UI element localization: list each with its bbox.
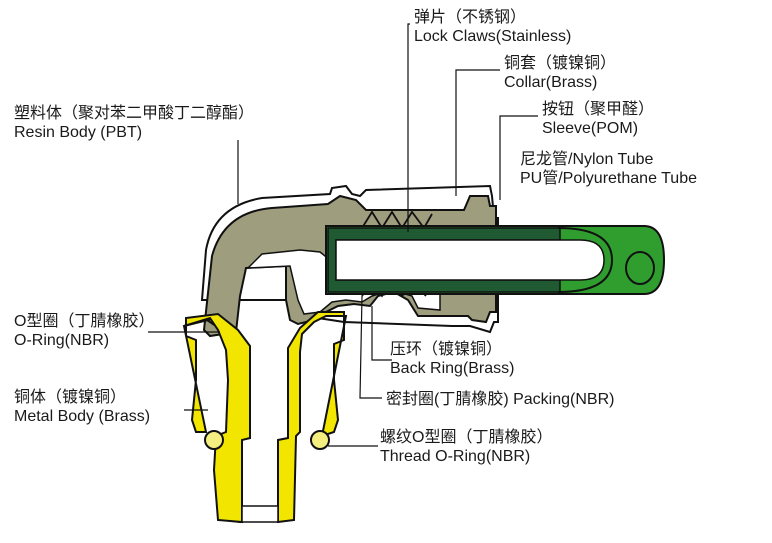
label-collar-en: Collar(Brass) <box>504 74 598 91</box>
label-tube: 尼龙管/Nylon Tube PU管/Polyurethane Tube <box>520 150 697 188</box>
tube-bend <box>557 227 614 293</box>
label-o-ring: O型圈（丁腈橡胶） O-Ring(NBR) <box>14 312 154 350</box>
label-tube-line1: 尼龙管/Nylon Tube <box>520 151 654 168</box>
label-packing: 密封圈(丁腈橡胶) Packing(NBR) <box>386 390 614 409</box>
label-metal-body-zh: 铜体（镀镍铜） <box>14 389 127 406</box>
leader-back-ring <box>371 306 392 361</box>
label-back-ring-zh: 压环（镀镍铜） <box>390 341 503 358</box>
metal-body-right-outer <box>277 311 348 524</box>
label-lock-claws-en: Lock Claws(Stainless) <box>414 28 572 45</box>
label-o-ring-en: O-Ring(NBR) <box>14 332 110 349</box>
leader-packing <box>359 295 382 399</box>
outer-shell-outline <box>200 184 499 334</box>
tube-end <box>625 251 655 285</box>
leader-sleeve <box>499 115 538 200</box>
label-o-ring-zh: O型圈（丁腈橡胶） <box>14 313 155 330</box>
bore-gap <box>241 505 279 523</box>
label-collar: 铜套（镀镍铜） Collar(Brass) <box>504 54 616 92</box>
label-metal-body-en: Metal Body (Brass) <box>14 408 151 425</box>
label-back-ring-en: Back Ring(Brass) <box>390 360 515 377</box>
label-tube-line2: PU管/Polyurethane Tube <box>520 170 697 187</box>
leader-collar <box>455 69 500 196</box>
label-thread-o-ring-en: Thread O-Ring(NBR) <box>380 448 531 465</box>
label-collar-zh: 铜套（镀镍铜） <box>504 55 617 72</box>
label-back-ring: 压环（镀镍铜） Back Ring(Brass) <box>390 340 514 378</box>
metal-body-left-outer <box>182 312 251 524</box>
label-sleeve-zh: 按钮（聚甲醛） <box>542 101 655 118</box>
leader-lock-claws <box>407 23 410 232</box>
label-resin-body-en: Resin Body (PBT) <box>14 124 143 141</box>
label-thread-o-ring-zh: 螺纹O型圈（丁腈橡胶） <box>380 429 553 446</box>
label-sleeve-en: Sleeve(POM) <box>542 120 639 137</box>
label-packing-text: 密封圈(丁腈橡胶) Packing(NBR) <box>386 391 615 408</box>
label-sleeve: 按钮（聚甲醛） Sleeve(POM) <box>542 100 654 138</box>
label-resin-body: 塑料体（聚对苯二甲酸丁二醇酯） Resin Body (PBT) <box>14 104 254 142</box>
label-resin-body-zh: 塑料体（聚对苯二甲酸丁二醇酯） <box>14 105 255 122</box>
tube-bore <box>335 239 605 281</box>
label-metal-body: 铜体（镀镍铜） Metal Body (Brass) <box>14 388 150 426</box>
label-thread-o-ring: 螺纹O型圈（丁腈橡胶） Thread O-Ring(NBR) <box>380 428 552 466</box>
thread-o-ring-right <box>310 430 330 450</box>
label-lock-claws-zh: 弹片（不锈钢） <box>414 9 527 26</box>
label-lock-claws: 弹片（不锈钢） Lock Claws(Stainless) <box>414 8 571 46</box>
thread-o-ring-left <box>204 430 224 450</box>
